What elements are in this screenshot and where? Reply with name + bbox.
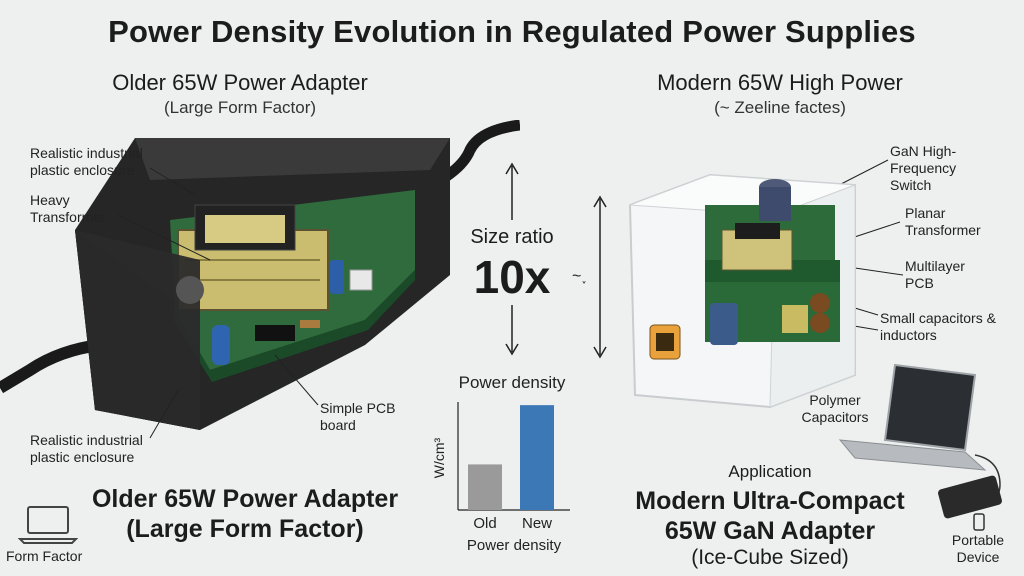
- small-phone-icon: [973, 513, 985, 531]
- power-density-chart: Power density W/cm³ Old New Power density: [420, 368, 590, 558]
- modern-adapter-illustration: [628, 173, 856, 409]
- left-caption-line1: Older 65W Power Adapter: [91, 485, 399, 513]
- left-caption-line2: (Large Form Factor): [126, 515, 364, 543]
- arrow-down-icon: [505, 343, 519, 356]
- laptop-outline-icon: [18, 506, 78, 544]
- tick-label-new: New: [522, 515, 552, 532]
- callout-simple-pcb: Simple PCB board: [320, 400, 396, 433]
- modern-capacitor-top: [759, 187, 791, 221]
- modern-inductor: [810, 293, 830, 313]
- phone-icon: [938, 475, 1002, 519]
- right-caption-line1: Modern Ultra-Compact: [635, 487, 905, 515]
- right-subheading: (~ Zeeline factes): [714, 98, 846, 117]
- old-adapter-cable-bottom: [0, 339, 101, 394]
- size-ratio-arrows: [505, 162, 519, 356]
- size-ratio-label: Size ratio: [470, 226, 554, 248]
- old-adapter-illustration: [0, 120, 520, 430]
- modern-height-bracket: [593, 195, 607, 359]
- left-subheading: (Large Form Factor): [163, 98, 317, 117]
- chart-title: Power density: [459, 373, 566, 392]
- old-capacitor: [330, 260, 344, 294]
- chart-xlabel: Power density: [467, 537, 562, 554]
- portable-device-label: Portable Device: [951, 532, 1005, 565]
- laptop-icon: [883, 363, 977, 452]
- form-factor-label: Form Factor: [6, 548, 83, 564]
- size-ratio-value: 10x: [473, 251, 551, 303]
- tick-label-old: Old: [473, 515, 496, 532]
- bar-old: [468, 464, 502, 510]
- laptop-and-phone-illustration: [838, 363, 1002, 519]
- left-heading: Older 65W Power Adapter: [112, 70, 368, 95]
- right-caption-line3: (Ice-Cube Sized): [691, 546, 849, 569]
- callout-enclosure-top: Realistic industrial plastic enclosure: [30, 145, 143, 178]
- callout-polymer-capacitors: Polymer Capacitors: [801, 392, 869, 425]
- approx-mark: ~˯: [572, 268, 587, 285]
- application-label: Application: [728, 462, 812, 481]
- callout-heavy-transformer: Heavy Transformer: [30, 192, 106, 225]
- right-heading: Modern 65W High Power: [657, 70, 903, 95]
- callout-gan-switch: GaN High-Frequency Switch: [890, 143, 957, 193]
- arrow-up-icon: [505, 162, 519, 175]
- right-caption-line2: 65W GaN Adapter: [664, 517, 876, 545]
- page-title: Power Density Evolution in Regulated Pow…: [108, 14, 916, 49]
- callout-enclosure-bottom: Realistic industrial plastic enclosure: [30, 432, 143, 465]
- callout-multilayer-pcb: Multilayer PCB: [905, 258, 965, 291]
- modern-polymer-capacitor: [710, 303, 738, 345]
- callout-planar-transformer: Planar Transformer: [905, 205, 981, 238]
- callout-small-capacitors: Small capacitors & inductors: [880, 310, 996, 343]
- bar-new: [520, 405, 554, 510]
- chart-ylabel: W/cm³: [431, 437, 447, 478]
